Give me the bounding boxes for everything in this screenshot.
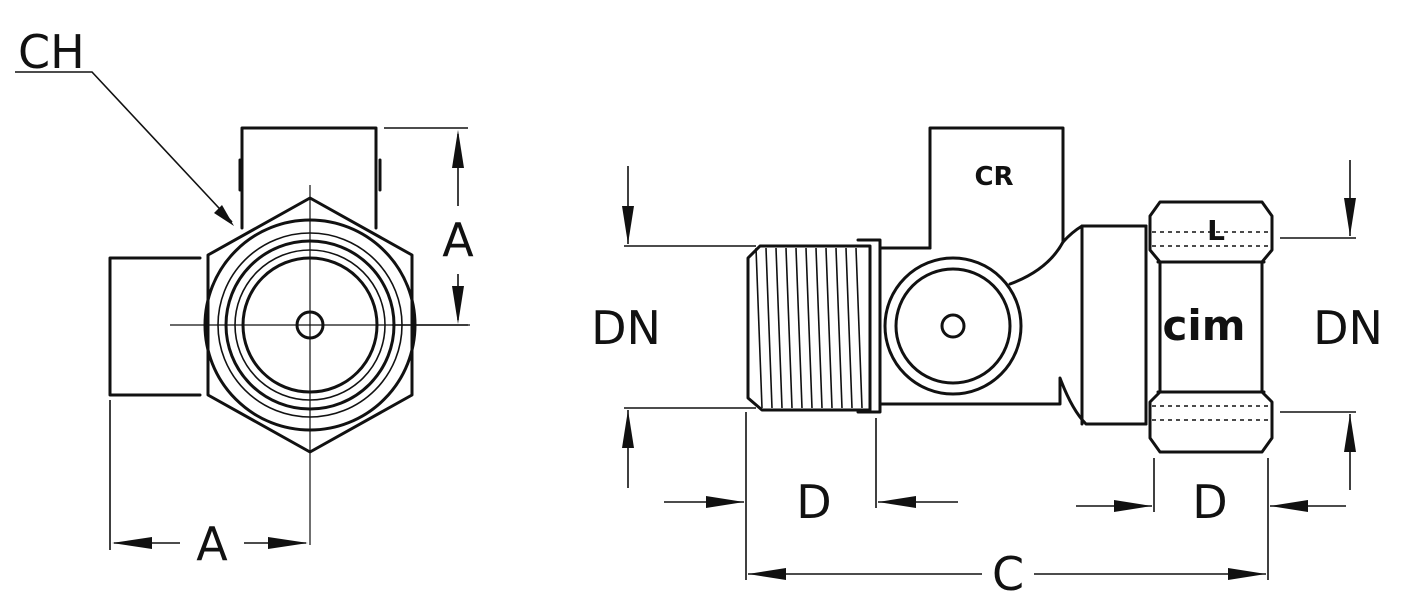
thread-line — [845, 247, 853, 409]
dim-d-left-lines — [664, 412, 958, 580]
dim-dn-left-arrow-top — [622, 206, 634, 244]
label-ch: CH — [18, 25, 85, 79]
thread-line — [795, 247, 803, 409]
dim-a-horizontal-arrow-right — [268, 537, 308, 549]
nut-letter-mark: L — [1207, 214, 1225, 247]
dim-a-vertical-lines — [384, 127, 468, 326]
dim-d-right-lines — [1076, 458, 1346, 580]
label-dn-left: DN — [591, 301, 661, 355]
hex-nut — [1148, 200, 1274, 454]
dim-d-left-arrow-right — [878, 496, 916, 508]
body-neck-top — [1061, 224, 1148, 244]
ch-leader-line — [15, 71, 233, 223]
dim-dn-right-lines — [1280, 160, 1356, 490]
dim-c-arrow-right — [1228, 568, 1266, 580]
body-logo-mark: CR — [974, 162, 1013, 192]
label-dn-right: DN — [1313, 301, 1383, 355]
thread-line — [855, 247, 863, 409]
dim-a-vertical-arrow-top — [452, 130, 464, 168]
dim-d-right-arrow-left — [1114, 500, 1152, 512]
label-d-left: D — [796, 475, 831, 529]
side-port-inner — [894, 267, 1012, 385]
label-a-vertical: A — [442, 213, 474, 267]
ch-arrow — [214, 205, 234, 226]
thread-outline — [746, 244, 872, 412]
nut-flats — [1156, 260, 1266, 394]
thread-line — [775, 247, 783, 409]
label-d-right: D — [1192, 475, 1227, 529]
thread-line — [765, 247, 773, 409]
side-port-outer — [883, 256, 1023, 396]
front-top-boss — [240, 126, 378, 230]
thread-line — [825, 247, 833, 409]
dim-dn-left-lines — [624, 166, 756, 488]
nut-hidden-lines — [1152, 231, 1270, 421]
dim-a-horizontal-arrow-left — [112, 537, 152, 549]
thread-lines — [755, 247, 863, 409]
body-bottom — [878, 246, 1148, 426]
side-port-hole — [940, 313, 966, 339]
thread-line — [805, 247, 813, 409]
side-view: CR L cim — [622, 126, 1356, 580]
dim-dn-left-arrow-bottom — [622, 410, 634, 448]
front-centerlines — [170, 185, 470, 545]
thread-collar — [856, 238, 882, 414]
front-boss-notches — [238, 158, 382, 192]
thread-line — [785, 247, 793, 409]
nut-logo-mark: cim — [1162, 301, 1245, 350]
dim-a-vertical-arrow-bottom — [452, 286, 464, 324]
dim-d-left-arrow-left — [706, 496, 744, 508]
dim-d-right-arrow-right — [1270, 500, 1308, 512]
body-top-boss — [928, 126, 1065, 286]
front-view — [15, 71, 470, 550]
label-a-horizontal: A — [196, 517, 228, 571]
dim-c-arrow-left — [748, 568, 786, 580]
thread-line — [835, 247, 843, 409]
thread-line — [815, 247, 823, 409]
label-c: C — [992, 547, 1024, 601]
dim-dn-right-arrow-top — [1344, 198, 1356, 236]
dim-dn-right-arrow-bottom — [1344, 414, 1356, 452]
front-left-boss — [108, 256, 202, 397]
thread-line — [755, 247, 763, 409]
